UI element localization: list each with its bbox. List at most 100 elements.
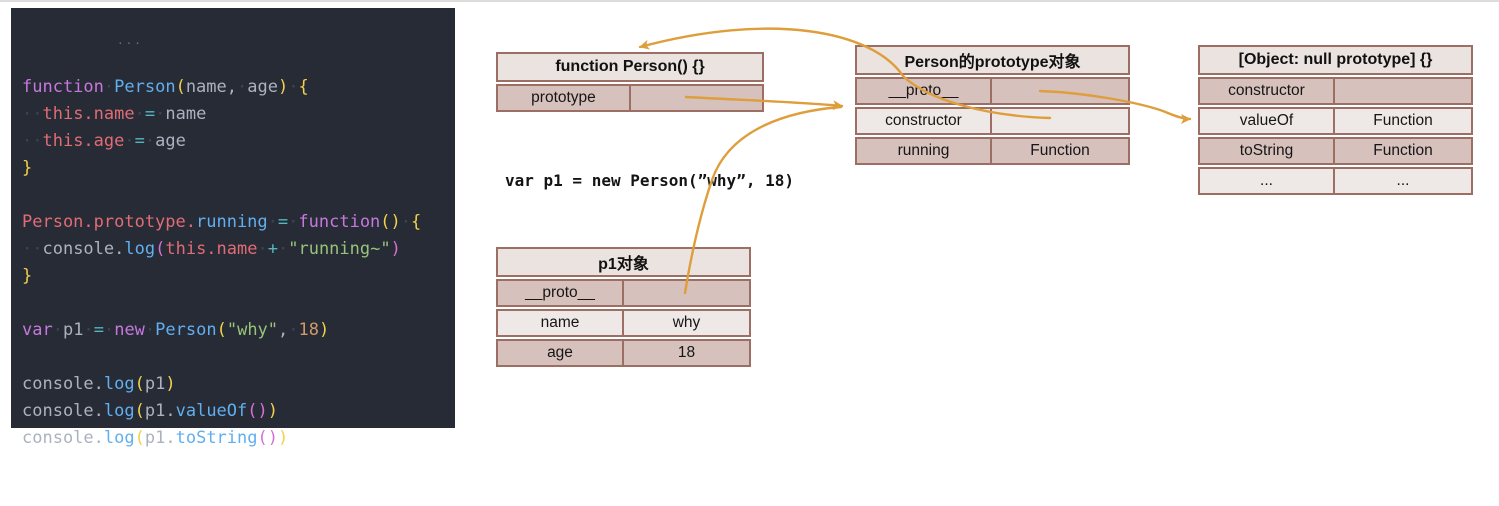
code-token: =: [134, 131, 145, 151]
code-token: this.name: [42, 104, 135, 124]
cell-key: name: [498, 311, 624, 335]
code-line: }: [22, 155, 449, 182]
code-token: function: [298, 212, 381, 232]
table-row: __proto__: [855, 77, 1130, 105]
code-token: (): [257, 428, 278, 448]
table-person-prototype-object: Person的prototype对象 __proto__ constructor…: [855, 45, 1130, 165]
code-token: console: [22, 374, 94, 394]
code-token: (: [216, 320, 227, 340]
code-token: .: [93, 428, 104, 448]
code-token: ·: [83, 320, 94, 340]
code-editor-panel[interactable]: function·Person(name,·age)·{··this.name·…: [11, 8, 455, 448]
code-token: Person.prototype.: [22, 212, 196, 232]
code-token: log: [124, 239, 156, 259]
code-token: (: [134, 374, 145, 394]
cell-key: constructor: [857, 109, 992, 133]
table-row: name why: [496, 309, 751, 337]
code-lens-dots: ···: [117, 37, 143, 50]
cell-key: toString: [1200, 139, 1335, 163]
code-token: ·: [134, 104, 145, 124]
code-line: ··this.name·=·name: [22, 101, 449, 128]
code-token: }: [22, 158, 33, 178]
cell-value: [631, 86, 762, 110]
code-line: [22, 290, 449, 317]
code-token: (: [155, 239, 166, 259]
code-token: .: [165, 401, 176, 421]
code-token: name: [165, 104, 207, 124]
code-token: .: [93, 374, 104, 394]
code-line: Person.prototype.running·=·function()·{: [22, 209, 449, 236]
code-token: (: [175, 77, 186, 97]
code-token: ·: [144, 320, 156, 340]
code-line: console.log(p1): [22, 371, 449, 398]
cell-value: Function: [1030, 142, 1090, 159]
table-p1-object: p1对象 __proto__ name why age 18: [496, 247, 751, 367]
code-token: this.name: [165, 239, 258, 259]
table-row: ... ...: [1198, 167, 1473, 195]
cell-key: age: [498, 341, 624, 365]
code-line: [22, 182, 449, 209]
code-line: var·p1·=·new·Person("why",·18): [22, 317, 449, 344]
code-token: (): [380, 212, 401, 232]
code-token: ·: [257, 239, 268, 259]
code-token: ·: [400, 212, 412, 232]
cell-value: why: [672, 314, 701, 331]
new-person-snippet: var p1 = new Person(”why”, 18): [505, 171, 794, 190]
cell-value: [1335, 79, 1471, 103]
code-token: ·: [103, 77, 115, 97]
code-token: ): [165, 374, 176, 394]
code-token: ·: [277, 239, 289, 259]
code-token: +: [267, 239, 278, 259]
table-row: prototype: [496, 84, 764, 112]
code-token: ··: [22, 131, 43, 151]
code-token: new: [114, 320, 145, 340]
code-token: {: [411, 212, 422, 232]
code-token: ·: [124, 131, 135, 151]
code-line: ··console.log(this.name·+·"running~"): [22, 236, 449, 263]
code-token: running: [196, 212, 268, 232]
code-token: Person: [155, 320, 217, 340]
table-row: constructor: [855, 107, 1130, 135]
cell-value: [624, 281, 749, 305]
code-token: Person: [114, 77, 176, 97]
code-token: ·: [288, 77, 299, 97]
code-token: =: [93, 320, 104, 340]
code-token: console: [22, 428, 94, 448]
table-row: toString Function: [1198, 137, 1473, 165]
code-token: ··: [22, 104, 43, 124]
code-line: }: [22, 263, 449, 290]
table-title: Person的prototype对象: [855, 45, 1130, 75]
cell-value: ...: [1396, 172, 1410, 189]
code-token: toString: [175, 428, 258, 448]
code-lines: function·Person(name,·age)·{··this.name·…: [22, 74, 449, 452]
code-token: {: [298, 77, 309, 97]
code-token: ·: [288, 320, 299, 340]
code-token: p1: [62, 320, 84, 340]
code-token: .: [165, 428, 176, 448]
table-title: p1对象: [496, 247, 751, 277]
table-row: __proto__: [496, 279, 751, 307]
code-token: age: [155, 131, 186, 151]
code-token: p1: [144, 374, 166, 394]
table-row: age 18: [496, 339, 751, 367]
code-token: log: [103, 401, 135, 421]
code-token: ·: [103, 320, 115, 340]
cell-value: [992, 79, 1128, 103]
code-token: ·: [144, 131, 156, 151]
code-token: =: [277, 212, 289, 232]
code-line: console.log(p1.valueOf()): [22, 398, 449, 425]
code-token: ·: [52, 320, 63, 340]
code-token: "why": [226, 320, 279, 340]
code-token: age: [247, 77, 278, 97]
window-top-border: [0, 0, 1499, 2]
code-token: 18: [298, 320, 320, 340]
code-token: (): [247, 401, 268, 421]
code-token: this.age: [42, 131, 125, 151]
code-token: name: [185, 77, 227, 97]
code-token: ,: [226, 77, 238, 97]
code-token: var: [22, 320, 53, 340]
code-token: .: [114, 239, 125, 259]
code-token: valueOf: [175, 401, 248, 421]
cell-key: valueOf: [1200, 109, 1335, 133]
code-token: ): [267, 401, 278, 421]
